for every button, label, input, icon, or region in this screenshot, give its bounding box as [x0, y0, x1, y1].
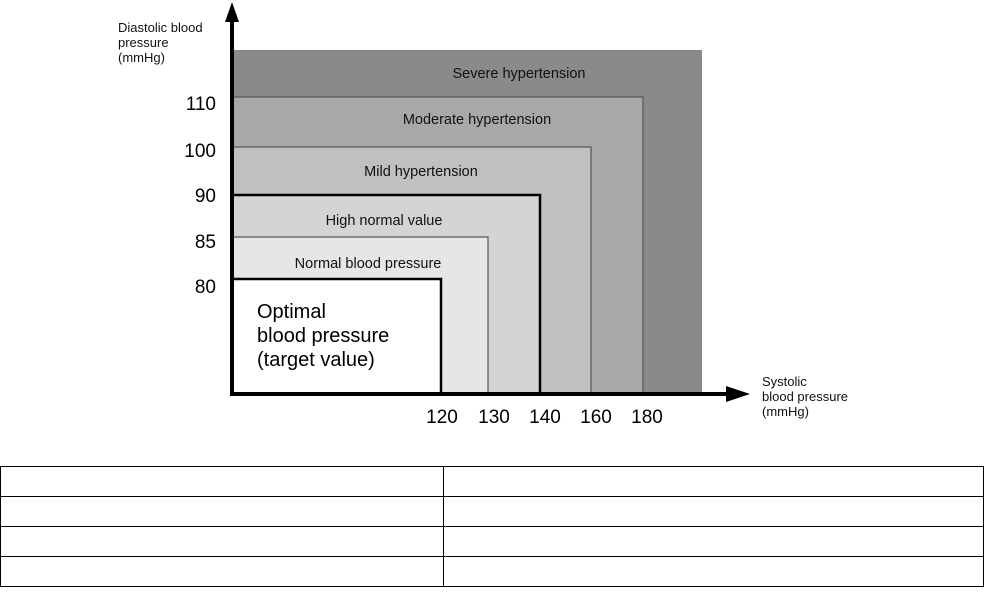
- zone-label-normal: Normal blood pressure: [294, 256, 442, 272]
- y-tick-100: 100: [184, 141, 216, 162]
- table-cell: [0, 496, 444, 527]
- x-tick-160: 160: [580, 407, 612, 428]
- table-row: [0, 556, 984, 587]
- table-cell: [0, 556, 444, 587]
- blank-table: [0, 466, 984, 587]
- table-cell: [443, 556, 984, 587]
- y-tick-labels: 110 100 90 85 80: [150, 0, 216, 440]
- table-cell: [443, 466, 984, 497]
- y-tick-80: 80: [194, 277, 216, 298]
- zone-label-mild: Mild hypertension: [364, 164, 478, 180]
- y-axis-arrow: [225, 2, 239, 22]
- x-tick-130: 130: [478, 407, 510, 428]
- table-row: [0, 466, 984, 497]
- blood-pressure-classification-diagram: Diastolic blood pressure (mmHg) Systolic…: [118, 0, 848, 440]
- x-axis-arrow: [726, 386, 750, 402]
- table-cell: [443, 496, 984, 527]
- x-axis-title: Systolic blood pressure (mmHg): [762, 374, 848, 419]
- y-tick-85: 85: [194, 232, 216, 253]
- table-cell: [0, 526, 444, 557]
- zones-canvas: [225, 2, 750, 402]
- zone-label-severe: Severe hypertension: [452, 66, 586, 82]
- x-tick-140: 140: [529, 407, 561, 428]
- zone-label-high-normal: High normal value: [325, 213, 443, 229]
- y-axis-title: Diastolic blood pressure (mmHg): [118, 20, 203, 65]
- table-row: [0, 496, 984, 527]
- table-cell: [0, 466, 444, 497]
- x-tick-120: 120: [426, 407, 458, 428]
- table-row: [0, 526, 984, 557]
- y-tick-110: 110: [185, 94, 216, 115]
- table-cell: [443, 526, 984, 557]
- zone-label-moderate: Moderate hypertension: [402, 112, 552, 128]
- zone-label-optimal: Optimal blood pressure (target value): [257, 301, 390, 371]
- x-tick-180: 180: [631, 407, 663, 428]
- y-tick-90: 90: [194, 186, 216, 207]
